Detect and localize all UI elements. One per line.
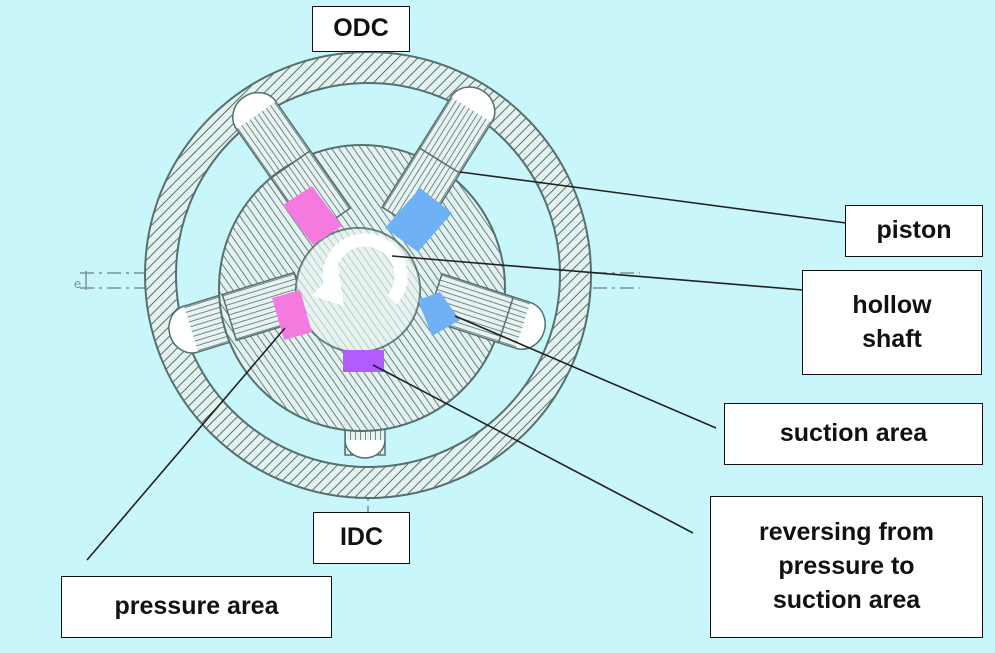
suction-area-upper	[385, 188, 452, 252]
pressure-area-lower	[272, 290, 312, 340]
leader-hollow-shaft	[391, 255, 804, 291]
idc-label: IDC	[313, 512, 410, 564]
leader-piston	[459, 171, 847, 224]
axis-mark-label: e	[74, 276, 81, 291]
leader-reversing	[372, 364, 694, 534]
hollow-shaft-line1: hollow	[852, 290, 932, 319]
reversing-line3: suction area	[772, 585, 921, 614]
suction-area-lower	[418, 292, 460, 336]
leader-pressure-area	[86, 327, 286, 561]
counterclockwise-arrow-icon	[312, 233, 408, 306]
hollow-shaft-label: hollow shaft	[802, 270, 982, 375]
hollow-shaft-line2: shaft	[862, 324, 922, 353]
piston-label: piston	[845, 205, 983, 257]
leader-suction-area	[454, 315, 717, 429]
odc-label: ODC	[312, 6, 410, 52]
pressure-area-upper	[283, 186, 342, 245]
reversing-label: reversing from pressure to suction area	[710, 496, 983, 638]
pressure-area-label: pressure area	[61, 576, 332, 638]
reversing-line2: pressure to	[778, 552, 915, 581]
reversing-area	[343, 350, 384, 372]
suction-area-label: suction area	[724, 403, 983, 465]
reversing-line1: reversing from	[758, 518, 935, 547]
